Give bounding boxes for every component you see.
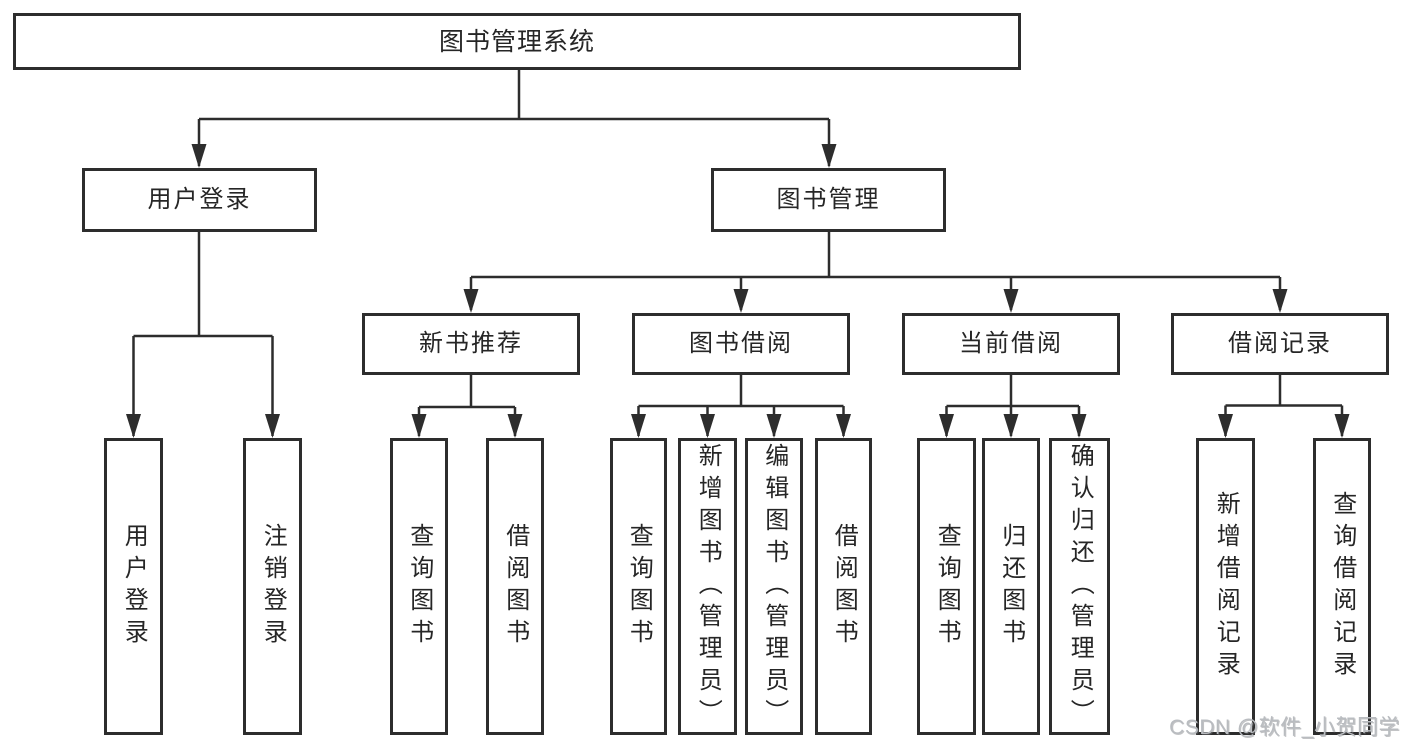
leaf-user-login: 用户登录: [104, 438, 163, 735]
leaf-borrowing-edit-books-admin: 编辑图书（管理员）: [745, 438, 803, 735]
leaf-logout: 注销登录: [243, 438, 302, 735]
node-current-borrowing: 当前借阅: [902, 313, 1120, 375]
node-borrowing-records: 借阅记录: [1171, 313, 1389, 375]
arrowheads: [126, 144, 1350, 438]
node-book-management: 图书管理: [711, 168, 946, 232]
watermark: CSDN @软件_小贺同学: [1169, 716, 1400, 739]
node-book-borrowing: 图书借阅: [632, 313, 850, 375]
leaf-borrowing-borrow-books: 借阅图书: [815, 438, 872, 735]
node-user-login: 用户登录: [82, 168, 317, 232]
leaf-recommend-borrow-books: 借阅图书: [486, 438, 544, 735]
node-new-book-recommend: 新书推荐: [362, 313, 580, 375]
leaf-borrowing-query-books: 查询图书: [610, 438, 667, 735]
leaf-records-add-borrow-record: 新增借阅记录: [1196, 438, 1255, 735]
leaf-current-confirm-return-admin: 确认归还（管理员）: [1049, 438, 1110, 735]
leaf-current-return-books: 归还图书: [982, 438, 1040, 735]
leaf-recommend-query-books: 查询图书: [390, 438, 448, 735]
leaf-records-query-borrow-record: 查询借阅记录: [1313, 438, 1371, 735]
leaf-borrowing-add-books-admin: 新增图书（管理员）: [678, 438, 737, 735]
node-root: 图书管理系统: [13, 13, 1021, 70]
leaf-current-query-books: 查询图书: [917, 438, 976, 735]
tree-wires: [132, 70, 1344, 436]
